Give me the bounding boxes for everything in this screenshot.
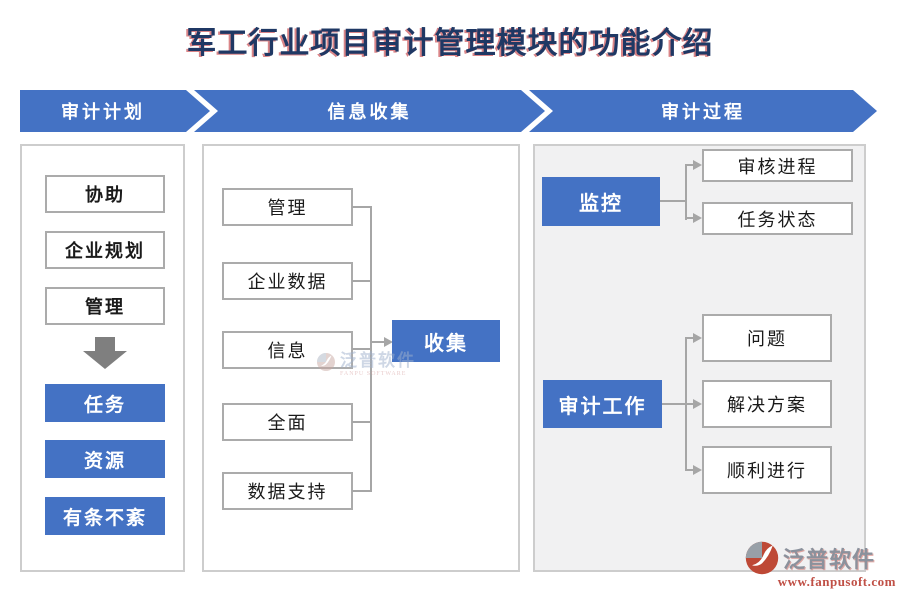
arrowhead-icon (384, 337, 393, 347)
connector-line (687, 403, 695, 405)
process-audit-work-label: 审计工作 (558, 395, 647, 418)
collect-target-label: 收集 (424, 332, 468, 355)
process-audit-work-box: 审计工作 (543, 380, 662, 428)
collect-source-enterprise-data: 企业数据 (222, 262, 353, 300)
connector-line (685, 337, 687, 471)
process-box-smooth-progress-label: 顺利进行 (727, 461, 807, 481)
plan-box-management: 管理 (45, 287, 165, 325)
process-box-problem-label: 问题 (747, 329, 787, 349)
collect-source-information: 信息 (222, 331, 353, 369)
process-monitor-label: 监控 (579, 193, 623, 215)
connector-line (660, 200, 687, 202)
plan-box-assist: 协助 (45, 175, 165, 213)
banner-audit-process: 审计过程 (529, 90, 877, 132)
connector-line (372, 341, 386, 343)
watermark-center-brand-en: FANPU SOFTWARE (340, 371, 407, 377)
down-arrow-icon (95, 337, 115, 351)
banner-audit-plan: 审计计划 (20, 90, 210, 132)
connector-line (352, 348, 371, 350)
connector-line (687, 337, 695, 339)
arrowhead-icon (693, 213, 702, 223)
connector-line (687, 469, 695, 471)
process-box-task-status: 任务状态 (702, 202, 853, 235)
collect-source-data-support: 数据支持 (222, 472, 353, 510)
connector-line (662, 403, 687, 405)
connector-line (352, 490, 371, 492)
connector-line (687, 217, 695, 219)
process-box-problem: 问题 (702, 314, 832, 362)
collect-source-management: 管理 (222, 188, 353, 226)
process-box-smooth-progress: 顺利进行 (702, 446, 832, 494)
collect-source-enterprise-data-label: 企业数据 (247, 272, 328, 292)
connector-line (352, 206, 371, 208)
plan-box-task-label: 任务 (83, 394, 126, 416)
plan-box-resource: 资源 (45, 440, 165, 478)
collect-source-data-support-label: 数据支持 (247, 482, 328, 502)
fanpu-logo-icon (745, 541, 779, 575)
plan-box-enterprise-planning-label: 企业规划 (65, 241, 145, 261)
watermark-center: 泛普软件 FANPU SOFTWARE (316, 352, 416, 377)
process-box-task-status-label: 任务状态 (737, 209, 818, 230)
connector-trunk-line (370, 206, 372, 492)
plan-box-task: 任务 (45, 384, 165, 422)
fanpu-logo-icon (317, 353, 335, 371)
plan-box-orderly: 有条不紊 (45, 497, 165, 535)
page-title: 军工行业项目审计管理模块的功能介绍 (186, 27, 714, 60)
plan-box-orderly-label: 有条不紊 (62, 507, 147, 529)
plan-box-resource-label: 资源 (83, 450, 126, 472)
watermark-bottom-right: 泛普软件 www.fanpusoft.com (744, 540, 896, 590)
connector-line (352, 280, 371, 282)
watermark-url: www.fanpusoft.com (777, 574, 896, 589)
process-box-review-progress: 审核进程 (702, 149, 853, 182)
process-box-review-progress-label: 审核进程 (737, 156, 818, 177)
watermark-center-brand: 泛普软件 (340, 351, 416, 370)
collect-source-information-label: 信息 (267, 341, 308, 361)
connector-line (352, 421, 371, 423)
collect-target-box: 收集 (392, 320, 500, 362)
plan-box-enterprise-planning: 企业规划 (45, 231, 165, 269)
collect-source-comprehensive: 全面 (222, 403, 353, 441)
banner-audit-plan-label: 审计计划 (61, 102, 145, 122)
connector-line (687, 164, 695, 166)
banner-audit-process-label: 审计过程 (661, 102, 745, 122)
down-arrow-icon-head (83, 351, 127, 369)
arrowhead-icon (693, 399, 702, 409)
process-box-solution-label: 解决方案 (727, 395, 807, 415)
arrowhead-icon (693, 465, 702, 475)
banner-info-collect-label: 信息收集 (327, 102, 412, 122)
banner-info-collect: 信息收集 (194, 90, 545, 132)
plan-box-assist-label: 协助 (85, 185, 125, 205)
arrowhead-icon (693, 333, 702, 343)
connector-line (685, 164, 687, 220)
arrowhead-icon (693, 160, 702, 170)
collect-source-management-label: 管理 (267, 198, 308, 218)
process-monitor-box: 监控 (542, 177, 660, 226)
collect-source-comprehensive-label: 全面 (267, 413, 308, 433)
process-box-solution: 解决方案 (702, 380, 832, 428)
watermark-brand: 泛普软件 (783, 547, 876, 572)
plan-box-management-label: 管理 (85, 297, 125, 317)
